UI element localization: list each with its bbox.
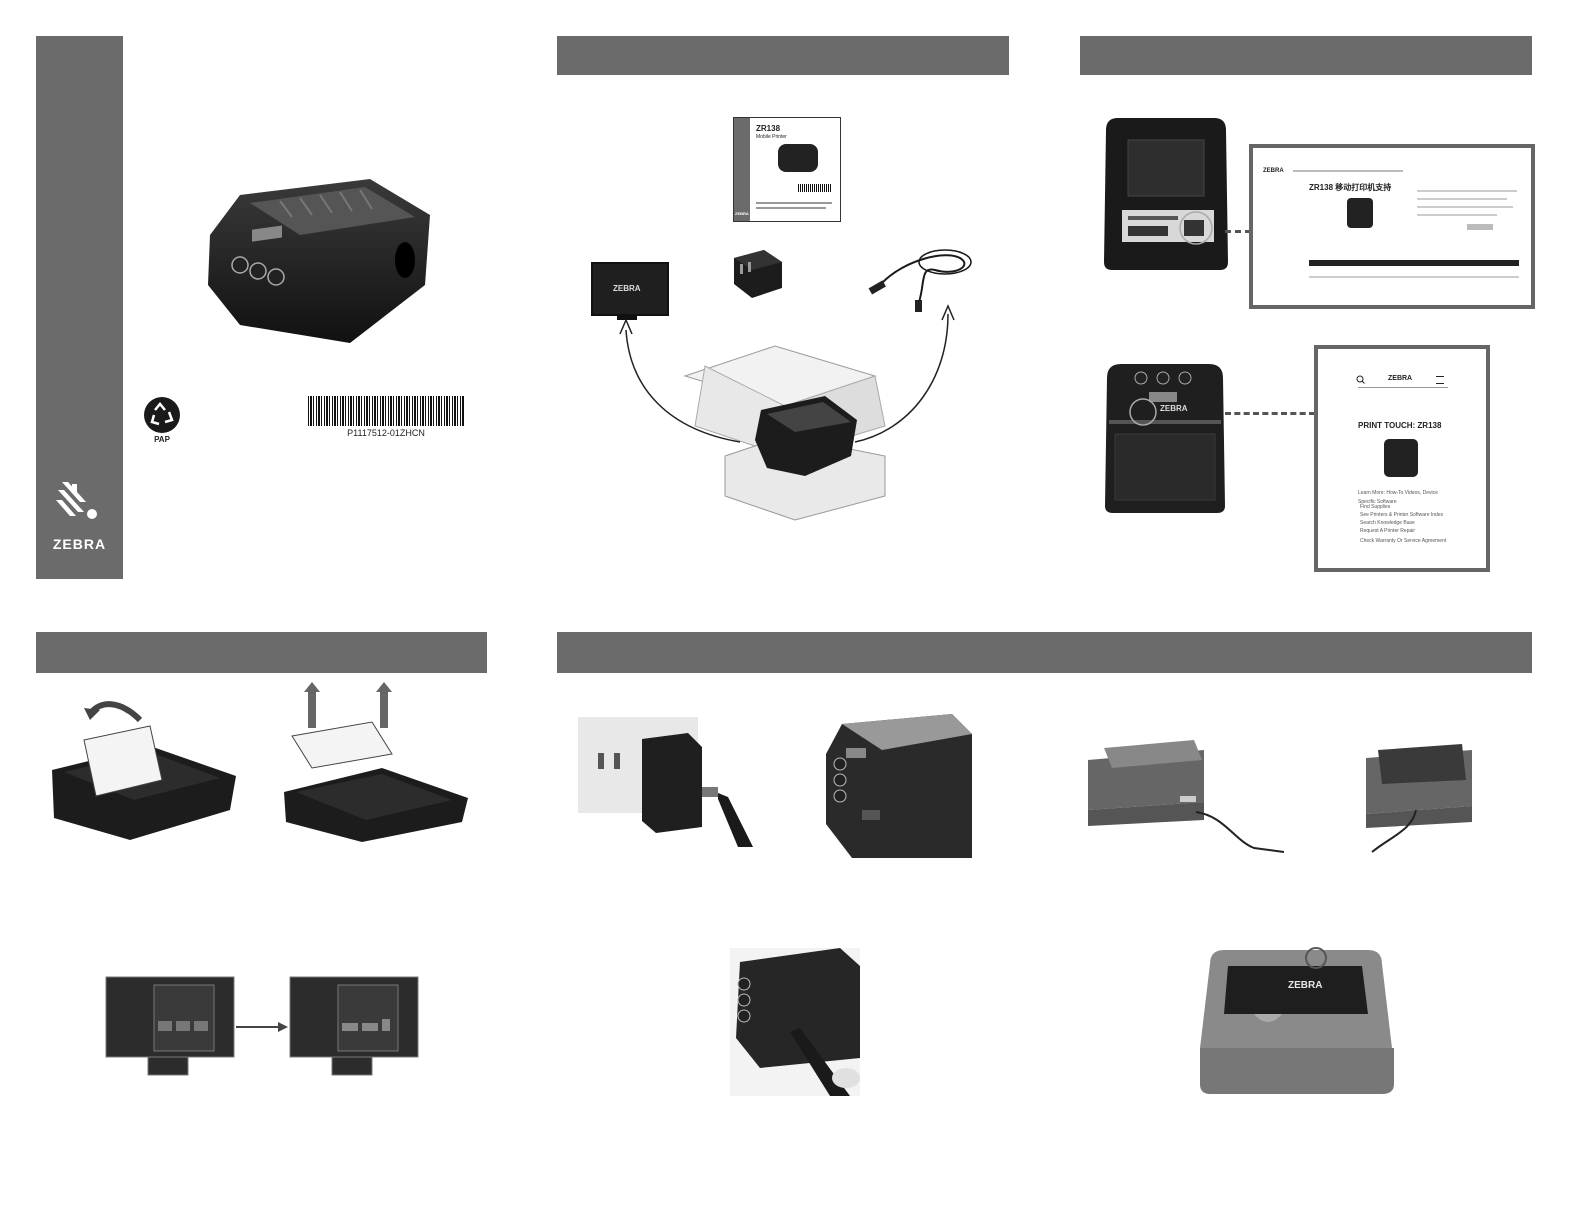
printer-back-image xyxy=(1104,118,1228,270)
power-adapter-image xyxy=(734,250,782,298)
support-dashed-connector-1 xyxy=(1225,230,1251,233)
web-page-title: ZR138 移动打印机支持 xyxy=(1309,183,1392,192)
barcode-text: P1117512-01ZHCN xyxy=(347,428,425,438)
adapter-in-outlet-image xyxy=(578,717,753,847)
mobile-link-1[interactable]: Find Supplies xyxy=(1360,504,1391,510)
zebra-logo-icon xyxy=(56,482,97,519)
web-brand: ZEBRA xyxy=(1263,168,1284,174)
search-icon xyxy=(1356,375,1365,384)
mobile-link-2[interactable]: See Printers & Printer Software Index xyxy=(1360,512,1444,518)
mobile-page-title: PRINT TOUCH: ZR138 xyxy=(1358,421,1442,430)
web-support-page-frame: ZEBRA ZR138 移动打印机支持 xyxy=(1249,144,1535,309)
battery-charger-cradle-image: ZEBRA xyxy=(1198,944,1394,1096)
mobile-link-4[interactable]: Request A Printer Repair xyxy=(1360,528,1416,534)
printer-hero-image xyxy=(208,179,430,343)
booklet-brand: ZEBRA xyxy=(735,211,749,216)
cradle-brand: ZEBRA xyxy=(1288,980,1323,991)
battery-remove-step-2 xyxy=(284,682,468,842)
battery-brand: ZEBRA xyxy=(613,284,641,293)
box-with-printer-image xyxy=(683,345,886,521)
mobile-support-page-frame: ZEBRA PRINT TOUCH: ZR138 Learn More: How… xyxy=(1314,345,1490,572)
recycle-label: PAP xyxy=(154,435,170,444)
cover-brand-text: ZEBRA xyxy=(52,536,107,552)
battery-insert-step-1 xyxy=(105,976,235,1076)
battery-contacts xyxy=(617,314,637,320)
mobile-brand: ZEBRA xyxy=(1388,375,1413,382)
mobile-link-0[interactable]: Learn More: How-To Videos, Device Specif… xyxy=(1358,490,1438,505)
printer-usb-plug-image xyxy=(730,948,860,1096)
quick-start-booklet: ZR138 Mobile Printer ZEBRA xyxy=(733,117,841,222)
section-header-battery xyxy=(36,632,487,673)
section-header-box-contents xyxy=(557,36,1009,75)
booklet-title: ZR138 xyxy=(756,124,781,133)
mobile-link-5[interactable]: Check Warranty Or Service Agreement xyxy=(1360,538,1447,544)
barcode xyxy=(308,396,464,426)
menu-icon xyxy=(1436,376,1444,384)
battery-remove-step-1 xyxy=(52,701,236,840)
single-bay-cradle-image xyxy=(1088,740,1284,853)
cradle-with-battery-image xyxy=(1366,744,1472,853)
mobile-link-3[interactable]: Search Knowledge Base xyxy=(1360,520,1415,526)
recycle-icon xyxy=(144,397,180,433)
section-header-support xyxy=(1080,36,1532,75)
printer-usb-port-image xyxy=(826,714,972,858)
arrow-right-icon xyxy=(236,1022,288,1032)
contents-arrows xyxy=(619,304,955,443)
battery-insert-step-2 xyxy=(289,976,419,1076)
printer-front-brand: ZEBRA xyxy=(1160,404,1188,413)
printer-front-image xyxy=(1105,364,1225,513)
booklet-subtitle: Mobile Printer xyxy=(756,134,787,140)
usb-cable-image xyxy=(868,249,972,312)
section-header-charging xyxy=(557,632,1532,673)
support-dashed-connector-2 xyxy=(1225,412,1315,415)
cover-side-strip xyxy=(36,36,123,579)
